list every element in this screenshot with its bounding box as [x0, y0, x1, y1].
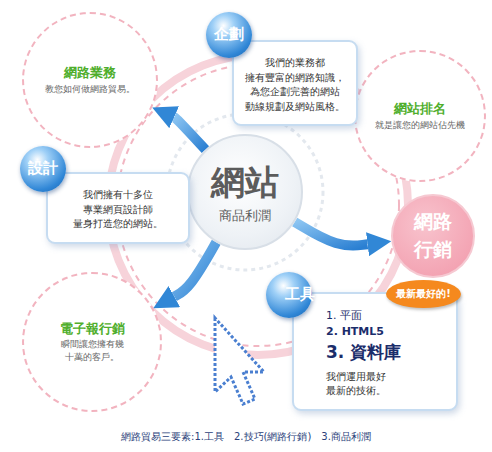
ranking-circle: 網站排名就是讓您的網站佔先機 [354, 50, 486, 182]
node-text: 瞬間讓您擁有幾 十萬的客戶。 [61, 338, 124, 364]
orb-label: 設計 [28, 158, 58, 180]
node-text: 2. HTML5 [326, 324, 446, 340]
cursor-outline [215, 318, 264, 404]
flow-arrow [174, 242, 216, 296]
marketing-circle: 網路 行銷 [391, 194, 475, 278]
node-heading: 網路 行銷 [414, 208, 452, 263]
cursor-icon [215, 318, 264, 404]
core-halo [167, 114, 323, 270]
node-text: 就是讓您的網站佔先機 [375, 119, 465, 132]
node-text: 我們擁有十多位 專業網頁設計師 量身打造您的網站。 [73, 188, 163, 232]
heading-orb: 企劃 [206, 12, 252, 58]
node-text: 3. 資料庫 [326, 340, 446, 365]
node-text: 1. 平面 [326, 308, 446, 324]
service-circle: 網路業務教您如何做網路貿易。 [22, 12, 158, 148]
node-heading: 網站 [211, 158, 279, 207]
orb-label: 工具 [285, 284, 315, 306]
tools-box: 工具1. 平面2. HTML53. 資料庫我們運用最好 最新的技術。最新最好的! [292, 292, 458, 411]
newsletter-circle: 電子報行銷瞬間讓您擁有幾 十萬的客戶。 [22, 272, 162, 412]
node-heading: 網路業務 [64, 64, 116, 83]
flow-arrow [295, 222, 368, 246]
flow-arrow [174, 117, 205, 149]
node-text: 我們的業務都 擁有豐富的網路知識， 為您企劃完善的網站 動線規劃及網站風格。 [245, 56, 345, 114]
callout-bubble: 最新最好的! [386, 280, 461, 308]
plan-box: 企劃我們的業務都 擁有豐富的網路知識， 為您企劃完善的網站 動線規劃及網站風格。 [232, 40, 358, 126]
node-heading: 電子報行銷 [60, 320, 125, 339]
caption: 網路貿易三要素:1.工具 2.技巧(網路行銷) 3.商品利潤 [0, 430, 492, 444]
heading-orb: 工具 [266, 272, 312, 318]
node-text: 教您如何做網路貿易。 [45, 83, 135, 96]
node-heading: 網站排名 [394, 100, 446, 119]
node-text: 商品利潤 [219, 207, 271, 226]
core-circle: 網站商品利潤 [187, 134, 303, 250]
node-text: 我們運用最好 最新的技術。 [326, 370, 386, 399]
heading-orb: 設計 [20, 146, 66, 192]
node-heading: 最新最好的! [396, 287, 451, 302]
orb-label: 企劃 [214, 24, 244, 46]
design-box: 設計我們擁有十多位 專業網頁設計師 量身打造您的網站。 [46, 172, 190, 244]
